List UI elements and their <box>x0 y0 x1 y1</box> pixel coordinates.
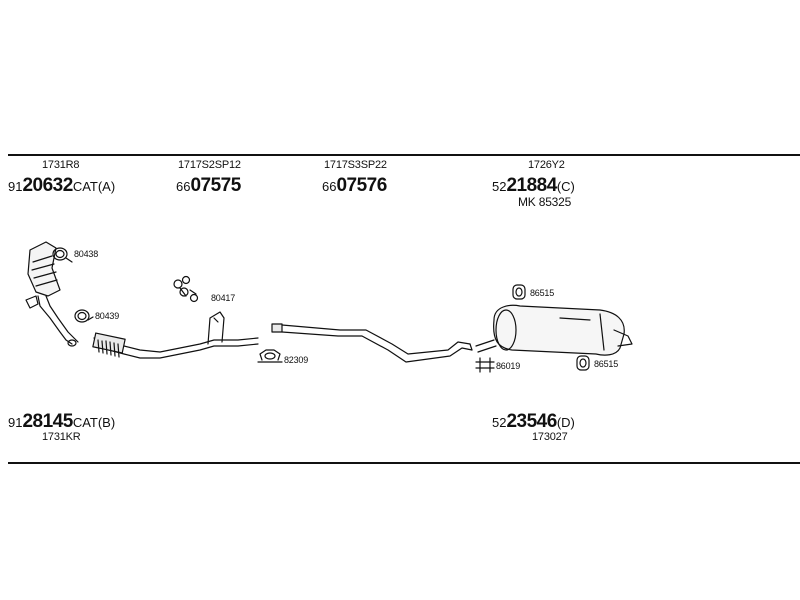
part-suffix: CAT(A) <box>72 179 116 194</box>
part-main: 07576 <box>336 175 387 196</box>
part-main: 23546 <box>506 411 557 432</box>
callout-80438: 80438 <box>74 249 99 259</box>
callout-80417: 80417 <box>211 293 236 303</box>
part-prefix: 66 <box>322 179 337 194</box>
part-number-cat-b: 9128145CAT(B) <box>8 412 115 431</box>
rubber-mount-top-drawing <box>512 284 526 300</box>
clamp-86019-drawing <box>475 357 495 373</box>
part-suffix: CAT(B) <box>72 415 116 430</box>
part-ref-cat-b: 1731KR <box>42 431 81 443</box>
part-suffix: (C) <box>556 179 575 194</box>
part-ref-rear-muffler: 1726Y2 <box>528 159 565 171</box>
callout-82309: 82309 <box>284 355 309 365</box>
part-prefix: 52 <box>492 415 507 430</box>
part-suffix: (D) <box>556 415 575 430</box>
callout-86019: 86019 <box>496 361 521 371</box>
rubber-mount-bottom-drawing <box>576 355 590 371</box>
part-prefix: 66 <box>176 179 191 194</box>
part-number-middle-pipe: 6607576 <box>322 176 387 195</box>
part-ref-rear-d: 173027 <box>532 431 568 443</box>
hanger-80417-drawing <box>173 275 199 303</box>
catalytic-converter <box>25 241 79 347</box>
clamp-80439-drawing <box>74 309 94 323</box>
part-number-front-pipe: 6607575 <box>176 176 241 195</box>
callout-86515-top: 86515 <box>530 288 555 298</box>
bottom-divider <box>8 462 800 464</box>
callout-86515-bottom: 86515 <box>594 359 619 369</box>
mounting-kit-number: MK 85325 <box>518 195 572 209</box>
part-number-cat-a: 9120632CAT(A) <box>8 176 115 195</box>
clamp-82309-drawing <box>257 349 283 363</box>
top-divider <box>8 154 800 156</box>
part-ref-front-pipe: 1717S2SP12 <box>178 159 241 171</box>
middle-pipe-drawing <box>271 323 473 363</box>
rear-muffler-drawing <box>475 304 633 356</box>
part-ref-middle-pipe: 1717S3SP22 <box>324 159 387 171</box>
front-pipe-drawing <box>92 311 259 359</box>
part-number-rear-muffler: 5221884(C) <box>492 176 575 195</box>
part-prefix: 91 <box>8 179 23 194</box>
part-main: 07575 <box>190 175 241 196</box>
part-prefix: 52 <box>492 179 507 194</box>
part-main: 21884 <box>506 175 557 196</box>
part-main: 28145 <box>22 411 73 432</box>
part-number-rear-d: 5223546(D) <box>492 412 575 431</box>
part-ref-cat-a: 1731R8 <box>42 159 80 171</box>
clamp-80438-drawing <box>52 247 73 263</box>
callout-80439: 80439 <box>95 311 120 321</box>
part-main: 20632 <box>22 175 73 196</box>
part-prefix: 91 <box>8 415 23 430</box>
